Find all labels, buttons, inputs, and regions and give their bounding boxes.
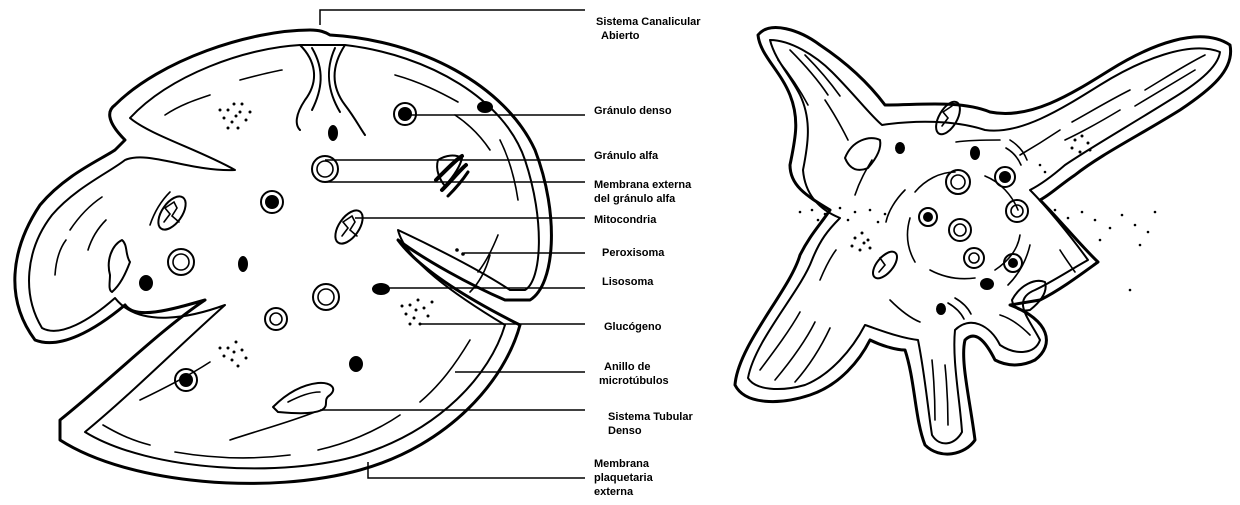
label-peroxisome: Peroxisoma — [602, 247, 665, 259]
canalicular-channel-b — [334, 45, 365, 135]
resting-platelet — [15, 30, 552, 483]
canalicular-channel-a — [297, 45, 314, 130]
outer-membrane-shape — [15, 30, 552, 483]
dense-granules-left — [139, 101, 493, 391]
activated-outer-membrane — [735, 28, 1231, 454]
label-mitochondria: Mitocondria — [594, 214, 657, 226]
label-alpha-granule: Gránulo alfa — [594, 150, 659, 162]
activated-inner-membrane — [748, 40, 1220, 443]
microtubule-ring-left — [55, 70, 518, 458]
label-glycogen: Glucógeno — [604, 321, 662, 333]
inner-membrane-shape — [29, 45, 539, 468]
label-lysosome: Lisosoma — [602, 276, 654, 288]
activated-microtubules — [760, 50, 1205, 425]
dense-tubular-system-left — [273, 383, 333, 413]
label-dense-granule: Gránulo denso — [594, 105, 672, 117]
activated-platelet — [735, 28, 1231, 454]
canalicular-tubes-left — [109, 156, 462, 292]
activated-organelles — [845, 98, 1046, 319]
glycogen-left — [219, 103, 465, 368]
